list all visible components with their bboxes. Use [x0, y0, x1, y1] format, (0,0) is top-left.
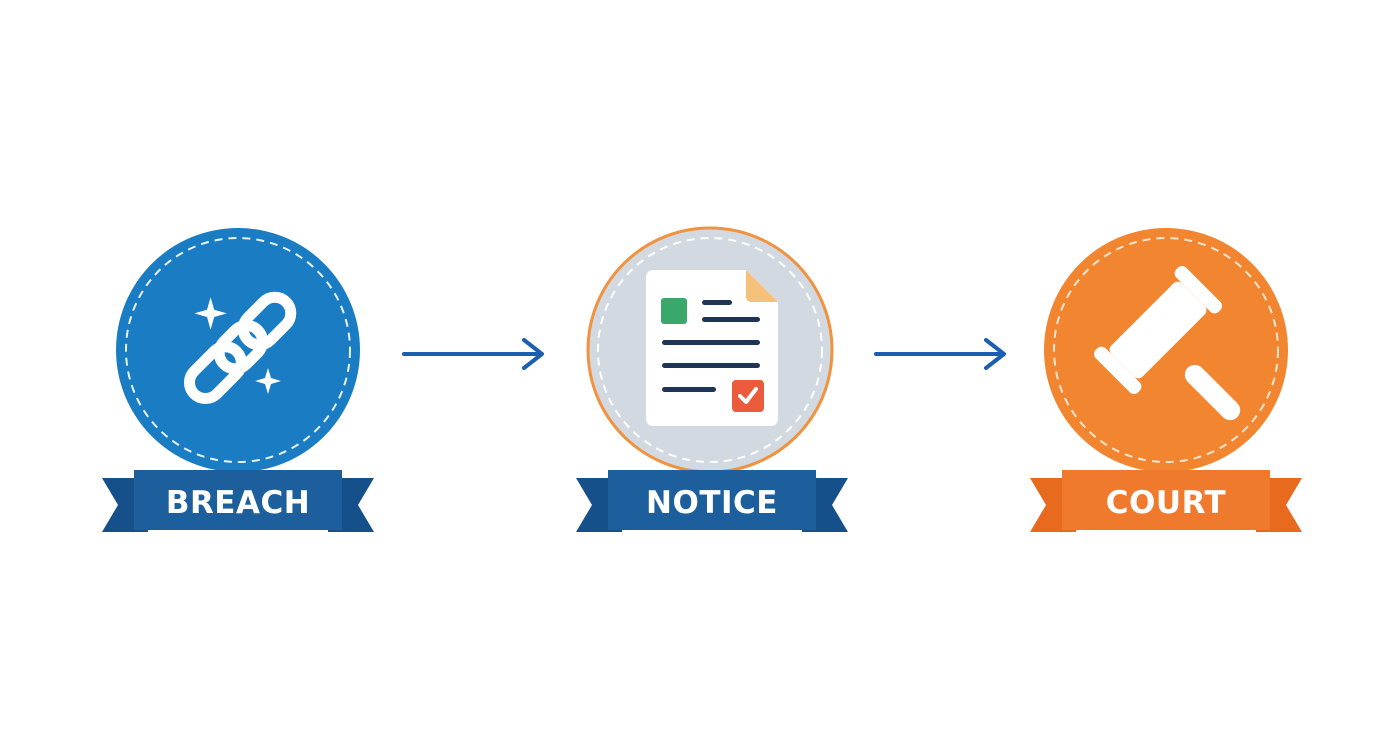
court-ribbon [1030, 470, 1302, 532]
breach-ribbon [102, 470, 374, 532]
notice-ribbon [576, 470, 848, 532]
step-label: COURT [1105, 485, 1227, 521]
broken-chain-icon [183, 291, 297, 405]
court-badge [1030, 228, 1302, 532]
step-court: COURT [1016, 220, 1316, 550]
arrow-right-icon [874, 338, 1006, 370]
breach-dashed-ring [125, 237, 351, 463]
document-checklist-icon [646, 270, 778, 426]
sparkle-icon [255, 368, 281, 394]
step-label: BREACH [165, 485, 311, 521]
step-breach: BREACH [88, 220, 388, 550]
step-notice: NOTICE [562, 220, 862, 550]
breach-badge [102, 228, 374, 532]
step-label: NOTICE [646, 485, 778, 521]
court-dashed-ring [1053, 237, 1279, 463]
notice-badge [576, 226, 848, 532]
sparkle-icon [194, 297, 227, 330]
notice-dashed-ring [597, 237, 823, 463]
gavel-icon [1094, 266, 1241, 421]
arrow-right-icon [402, 338, 544, 370]
